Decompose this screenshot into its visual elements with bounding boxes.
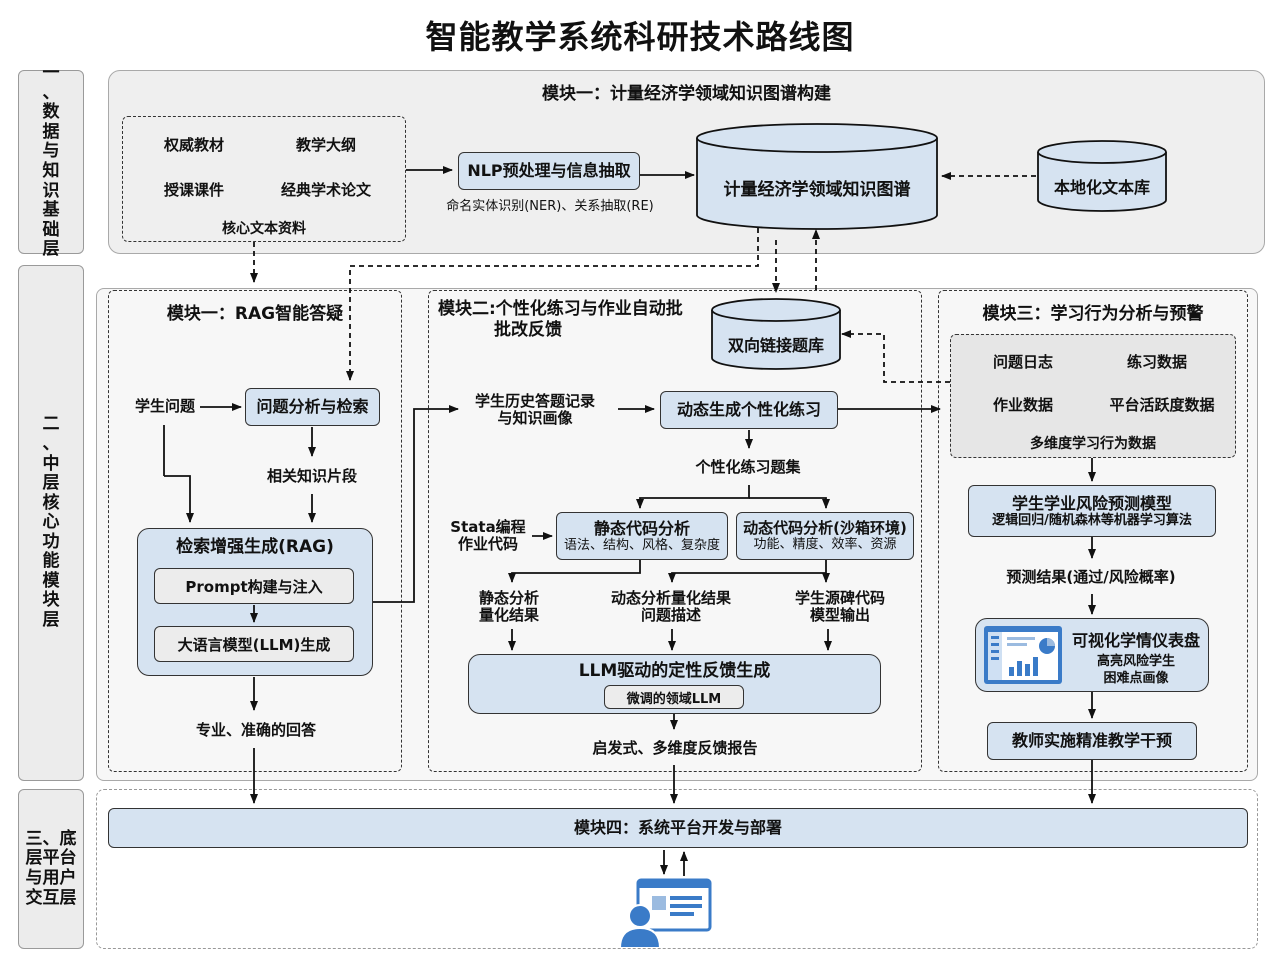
dashboard-title: 可视化学情仪表盘: [1071, 631, 1200, 650]
history-record: 学生历史答题记录与知识画像: [448, 387, 622, 433]
finetuned-llm-box: 微调的领域LLM: [604, 685, 744, 709]
rag-module-group: [108, 290, 402, 772]
dashboard-sub-risk: 高亮风险学生: [1096, 654, 1175, 669]
dashboard-sub-difficulty: 困难点画像: [1103, 671, 1169, 686]
behavior-data-label: 多维度学习行为数据: [1030, 436, 1156, 452]
dashboard-icon: [983, 625, 1063, 685]
feedback-report: 启发式、多维度反馈报告: [572, 733, 778, 765]
module-one-title: 模块一：计量经济学领域知识图谱构建: [542, 84, 831, 104]
user-screen-icon: [618, 876, 714, 949]
llm-generation-box: 大语言模型(LLM)生成: [154, 626, 354, 662]
behavior-activity-data: 平台活跃度数据: [1100, 390, 1224, 422]
materials-label: 核心文本资料: [222, 221, 306, 237]
risk-model-box: 学生学业风险预测模型逻辑回归/随机森林等机器学习算法: [968, 485, 1216, 537]
stata-code: Stata编程作业代码: [438, 515, 538, 557]
nlp-box: NLP预处理与信息抽取: [458, 152, 640, 190]
prediction-result: 预测结果(通过/风险概率): [986, 562, 1196, 594]
rag-module-title: 模块一：RAG智能答疑: [166, 304, 344, 324]
prompt-box: Prompt构建与注入: [154, 568, 354, 604]
layer-label-data: 一、数据与知识基础层: [18, 63, 84, 259]
local-text-library: 本地化文本库: [1053, 178, 1150, 197]
practice-module-title: 模块二:个性化练习与作业自动批批改反馈: [438, 299, 683, 341]
layer-label-platform: 三、底层平台与用户交互层: [18, 789, 84, 949]
rag-answer: 专业、准确的回答: [178, 715, 334, 747]
layer-label-core: 二、中层核心功能模块层: [18, 265, 84, 781]
dynamic-analysis-box: 动态代码分析(沙箱环境)功能、精度、效率、资源: [736, 512, 914, 560]
behavior-question-log: 问题日志: [968, 347, 1078, 379]
behavior-homework-data: 作业数据: [968, 390, 1078, 422]
teacher-intervention-box: 教师实施精准教学干预: [987, 722, 1197, 760]
behavior-module-title: 模块三：学习行为分析与预警: [982, 304, 1204, 324]
dynamic-practice-box: 动态生成个性化练习: [660, 391, 838, 429]
nlp-sub-label: 命名实体识别(NER)、关系抽取(RE): [446, 199, 654, 214]
question-bank-db: 双向链接题库: [727, 336, 824, 355]
core-materials-group: [122, 116, 406, 242]
material-textbook: 权威教材: [138, 130, 250, 162]
knowledge-graph-db: 计量经济学领域知识图谱: [723, 180, 911, 200]
platform-layer-group: [96, 789, 1258, 949]
static-result: 静态分析量化结果: [452, 585, 566, 629]
question-analysis-box: 问题分析与检索: [245, 388, 380, 426]
static-analysis-box: 静态代码分析语法、结构、风格、复杂度: [556, 512, 728, 560]
platform-bar: 模块四：系统平台开发与部署: [108, 808, 1248, 848]
source-code-output: 学生源碑代码模型输出: [772, 585, 908, 629]
dynamic-result: 动态分析量化结果问题描述: [596, 585, 746, 629]
page-title: 智能教学系统科研技术路线图: [425, 18, 855, 56]
behavior-practice-data: 练习数据: [1102, 347, 1212, 379]
exercise-set: 个性化练习题集: [668, 452, 828, 484]
material-papers: 经典学术论文: [262, 175, 390, 207]
material-syllabus: 教学大纲: [270, 130, 382, 162]
behavior-module-group: [938, 290, 1248, 772]
material-slides: 授课课件: [138, 175, 250, 207]
knowledge-fragments: 相关知识片段: [248, 461, 376, 493]
practice-module-group: [428, 290, 922, 772]
student-question: 学生问题: [118, 391, 212, 423]
